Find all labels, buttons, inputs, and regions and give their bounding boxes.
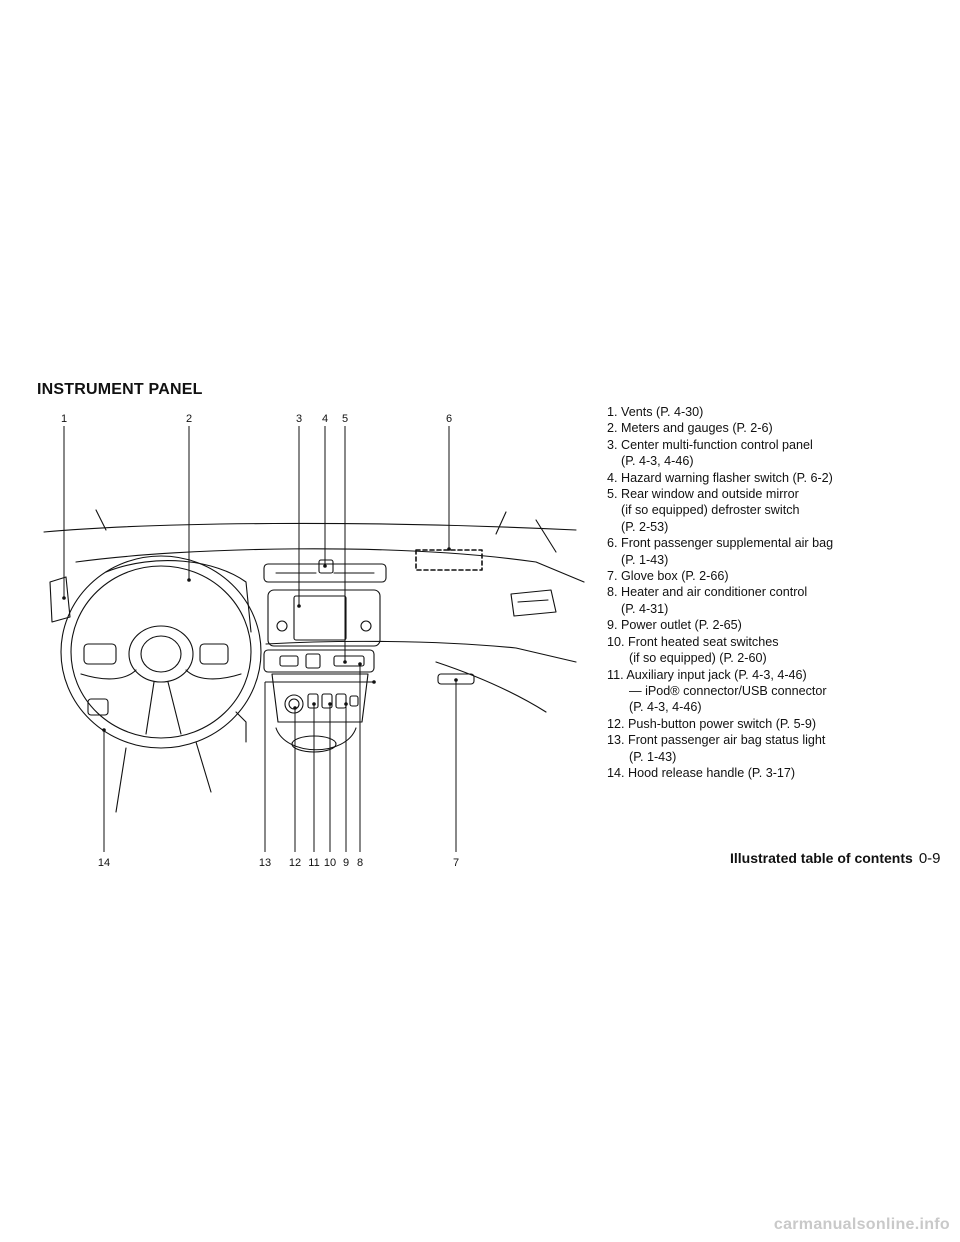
legend-item: 8. Heater and air conditioner control bbox=[607, 585, 808, 600]
instrument-panel-diagram: 1 2 3 4 5 6 7 8 9 10 11 12 13 14 bbox=[43, 413, 585, 869]
legend-item-continuation: (if so equipped) defroster switch bbox=[621, 503, 800, 518]
legend-item: 5. Rear window and outside mirror bbox=[607, 487, 799, 502]
watermark: carmanualsonline.info bbox=[773, 1216, 950, 1233]
legend-item-continuation: (P. 4-3, 4-46) bbox=[629, 700, 702, 715]
callout-11: 11 bbox=[308, 857, 319, 869]
legend-item: 10. Front heated seat switches bbox=[607, 634, 779, 649]
callout-1: 1 bbox=[61, 413, 67, 425]
leader-dots bbox=[62, 547, 458, 732]
callout-10: 10 bbox=[324, 857, 336, 869]
callout-8: 8 bbox=[357, 857, 363, 869]
callout-6: 6 bbox=[446, 413, 452, 425]
legend-item: 3. Center multi-function control panel bbox=[607, 437, 813, 452]
callout-9: 9 bbox=[343, 857, 349, 869]
page-title: INSTRUMENT PANEL bbox=[37, 381, 203, 398]
legend-item: 7. Glove box (P. 2-66) bbox=[607, 569, 729, 584]
callout-4: 4 bbox=[322, 413, 328, 425]
section-title: Illustrated table of contents bbox=[730, 850, 913, 866]
callout-3: 3 bbox=[296, 413, 302, 425]
legend-item-continuation: (P. 4-3, 4-46) bbox=[621, 454, 694, 469]
page-number: 0-9 bbox=[918, 850, 941, 867]
legend-item: 6. Front passenger supplemental air bag bbox=[607, 536, 834, 551]
legend-item-continuation: (P. 1-43) bbox=[629, 749, 677, 764]
callout-5: 5 bbox=[342, 413, 348, 425]
legend-item: 12. Push-button power switch (P. 5-9) bbox=[607, 716, 817, 731]
leader-lines bbox=[63, 426, 457, 852]
legend-item-continuation: — iPod® connector/USB connector bbox=[629, 683, 827, 698]
legend-item: 2. Meters and gauges (P. 2-6) bbox=[607, 421, 773, 436]
page-footer: Illustrated table of contents 0-9 bbox=[730, 850, 941, 867]
callout-14: 14 bbox=[98, 857, 110, 869]
legend-item: 1. Vents (P. 4-30) bbox=[607, 405, 704, 419]
legend-item-continuation: (P. 2-53) bbox=[621, 519, 669, 534]
legend-item: 14. Hood release handle (P. 3-17) bbox=[607, 765, 796, 780]
legend-item-continuation: (P. 1-43) bbox=[621, 552, 669, 567]
dashboard-illustration bbox=[43, 509, 585, 813]
legend-item-continuation: (P. 4-31) bbox=[621, 601, 669, 616]
legend-item: 11. Auxiliary input jack (P. 4-3, 4-46) bbox=[607, 667, 807, 682]
legend-list: 1. Vents (P. 4-30) 2. Meters and gauges (… bbox=[607, 404, 937, 781]
callout-12: 12 bbox=[289, 857, 301, 869]
legend-item: 13. Front passenger air bag status light bbox=[607, 733, 826, 748]
legend-item-continuation: (if so equipped) (P. 2-60) bbox=[629, 651, 767, 666]
callout-7: 7 bbox=[453, 857, 459, 869]
legend-item: 9. Power outlet (P. 2-65) bbox=[607, 618, 742, 633]
callout-2: 2 bbox=[186, 413, 192, 425]
callout-13: 13 bbox=[259, 857, 271, 869]
legend-item: 4. Hazard warning flasher switch (P. 6-2… bbox=[607, 470, 833, 485]
